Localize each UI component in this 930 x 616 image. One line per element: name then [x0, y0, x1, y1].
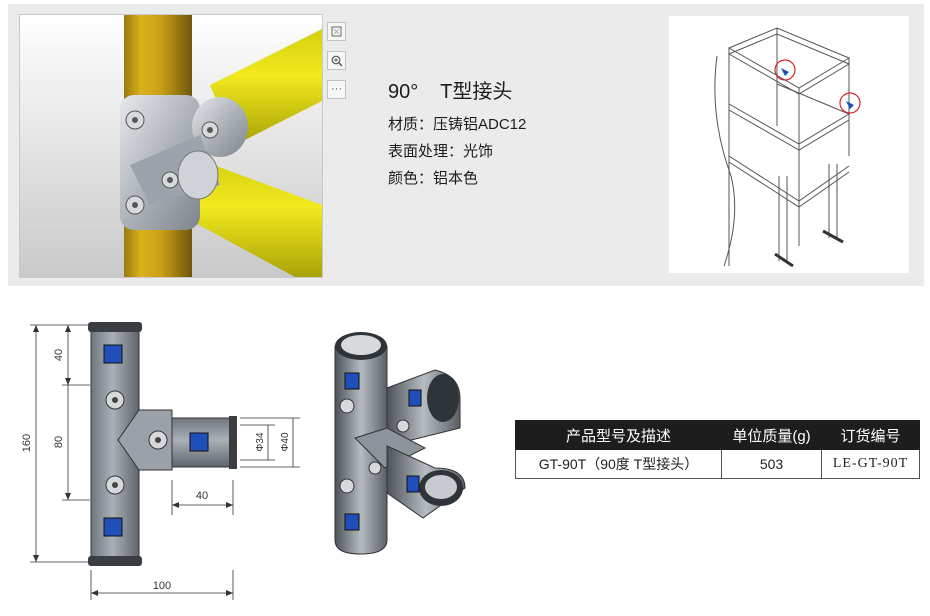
header-model: 产品型号及描述: [515, 420, 722, 450]
product-title: 90° T型接头: [388, 81, 513, 103]
more-icon: ···: [331, 83, 342, 95]
header-order-number: 订货编号: [821, 420, 920, 450]
dim-inner-dia: Φ34: [255, 432, 266, 452]
header-weight: 单位质量(g): [721, 420, 822, 450]
highlight-circle-1: [774, 59, 796, 81]
dim-outer-dia: Φ40: [280, 432, 291, 452]
cell-order-number: LE-GT-90T: [821, 449, 920, 479]
application-diagram: [669, 16, 909, 273]
product-photo: [19, 14, 323, 278]
cell-weight: 503: [721, 449, 822, 479]
cell-model: GT-90T（90度 T型接头）: [515, 449, 722, 479]
dim-middle: 80: [53, 436, 65, 448]
dim-top: 40: [53, 349, 65, 361]
zoom-button[interactable]: [327, 51, 346, 70]
fit-icon: [331, 26, 342, 40]
material-spec: 材质：压铸铝ADC12: [388, 116, 527, 133]
table-header-row: 产品型号及描述 单位质量(g) 订货编号: [515, 420, 920, 450]
product-render-3d: [325, 318, 475, 563]
table-row: GT-90T（90度 T型接头） 503 LE-GT-90T: [515, 449, 920, 479]
fit-view-button[interactable]: [327, 22, 346, 41]
dimension-drawing: 160 40 80 40 Φ34 Φ40 100: [0, 300, 320, 616]
zoom-in-icon: [331, 55, 343, 70]
spec-table: 产品型号及描述 单位质量(g) 订货编号 GT-90T（90度 T型接头） 50…: [515, 420, 920, 479]
highlight-circle-2: [839, 92, 861, 114]
dim-total-height: 160: [21, 434, 33, 452]
dim-total-width: 100: [153, 580, 171, 592]
dim-branch-length: 40: [196, 490, 208, 502]
more-button[interactable]: ···: [327, 80, 346, 99]
color-spec: 颜色：铝本色: [388, 170, 479, 187]
finish-spec: 表面处理：光饰: [388, 143, 494, 160]
